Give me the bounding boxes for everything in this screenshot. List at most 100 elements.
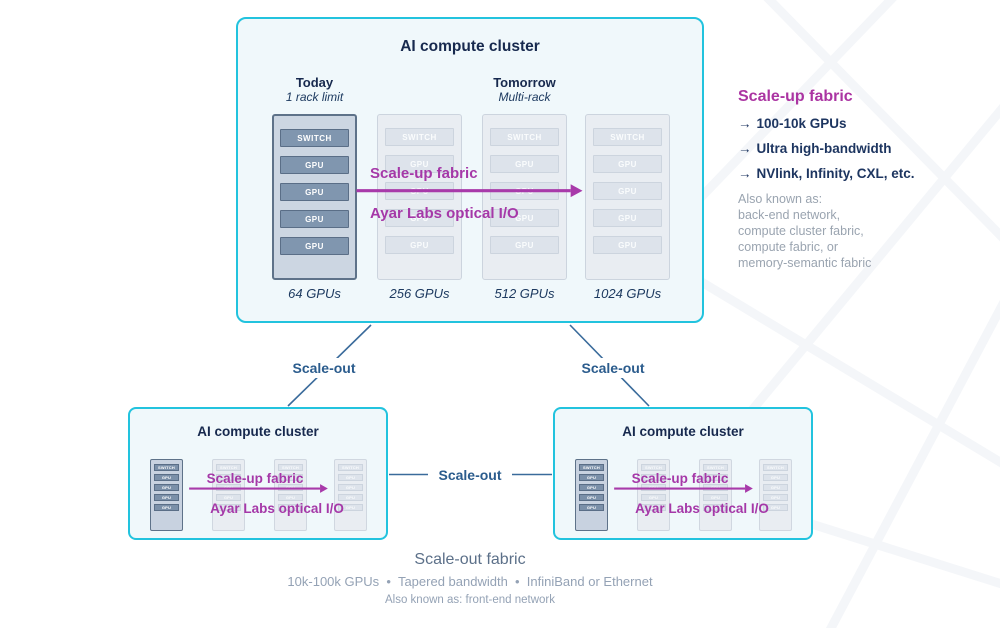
gpu-module: GPU <box>385 209 454 227</box>
also-known-line: back-end network, <box>738 208 841 222</box>
caption-details: 10k-100k GPUs • Tapered bandwidth • Infi… <box>287 574 653 589</box>
arrow-right-icon: → <box>738 116 752 131</box>
switch-module: SWITCH <box>280 129 349 147</box>
gpu-module: GPU <box>490 182 559 200</box>
gpu-module: GPU <box>579 494 604 501</box>
gpu-module: GPU <box>593 182 662 200</box>
gpu-module: GPU <box>278 494 303 501</box>
mini-rack: SWITCH GPU GPU GPU GPU <box>575 459 608 531</box>
gpu-module: GPU <box>278 474 303 481</box>
gpu-module: GPU <box>490 155 559 173</box>
gpu-module: GPU <box>593 209 662 227</box>
switch-module: SWITCH <box>641 464 666 471</box>
gpu-module: GPU <box>280 237 349 255</box>
switch-module: SWITCH <box>593 128 662 146</box>
bullet-protocols: → NVlink, Infinity, CXL, etc. <box>738 166 988 181</box>
switch-module: SWITCH <box>579 464 604 471</box>
bottom-cluster-title: AI compute cluster <box>622 424 744 439</box>
gpu-module: GPU <box>579 504 604 511</box>
panel-heading: Scale-up fabric <box>738 88 853 105</box>
gpu-module: GPU <box>763 494 788 501</box>
scale-up-fabric-label: Scale-up fabric <box>370 165 478 182</box>
gpu-module: GPU <box>641 494 666 501</box>
also-known-line: Also known as: <box>738 192 823 206</box>
scale-out-label-left: Scale-out <box>282 358 366 378</box>
gpu-module: GPU <box>385 155 454 173</box>
switch-module: SWITCH <box>154 464 179 471</box>
scale-out-label-middle: Scale-out <box>428 465 512 485</box>
gpu-module: GPU <box>338 504 363 511</box>
top-cluster-box: AI compute cluster Today 1 rack limit To… <box>236 17 704 323</box>
gpu-module: GPU <box>579 484 604 491</box>
gpu-module: GPU <box>154 474 179 481</box>
gpu-module: GPU <box>490 209 559 227</box>
gpu-module: GPU <box>154 484 179 491</box>
rack-tomorrow-256gpu: SWITCH GPU GPU GPU GPU <box>377 114 462 280</box>
top-cluster-title: AI compute cluster <box>400 38 540 55</box>
switch-module: SWITCH <box>703 464 728 471</box>
gpu-module: GPU <box>280 156 349 174</box>
gpu-module: GPU <box>216 474 241 481</box>
switch-module: SWITCH <box>278 464 303 471</box>
today-label: Today <box>295 75 334 90</box>
gpu-module: GPU <box>338 484 363 491</box>
today-sublabel: 1 rack limit <box>285 90 344 104</box>
bullet-bandwidth: → Ultra high-bandwidth <box>738 141 988 156</box>
ayar-labs-optical-io-label: Ayar Labs optical I/O <box>370 205 519 222</box>
gpu-count-label: 64 GPUs <box>288 286 341 301</box>
bullet-text: Ultra high-bandwidth <box>756 141 892 156</box>
rack-tomorrow-512gpu: SWITCH GPU GPU GPU GPU <box>482 114 567 280</box>
gpu-count-label: 256 GPUs <box>389 286 450 301</box>
bottom-cluster-box-right: AI compute cluster SWITCH GPU GPU GPU GPU SW… <box>553 407 813 540</box>
ayar-labs-optical-io-label: Ayar Labs optical I/O <box>635 501 769 516</box>
switch-module: SWITCH <box>216 464 241 471</box>
switch-module: SWITCH <box>338 464 363 471</box>
switch-module: SWITCH <box>385 128 454 146</box>
bottom-cluster-box-left: AI compute cluster SWITCH GPU GPU GPU GPU SW… <box>128 407 388 540</box>
also-known-line: compute fabric, or <box>738 240 839 254</box>
gpu-module: GPU <box>579 474 604 481</box>
mini-rack: SWITCH GPU GPU GPU GPU <box>150 459 183 531</box>
bullet-gpus: → 100-10k GPUs <box>738 116 988 131</box>
gpu-module: GPU <box>703 494 728 501</box>
gpu-module: GPU <box>593 236 662 254</box>
gpu-module: GPU <box>593 155 662 173</box>
gpu-module: GPU <box>216 504 241 511</box>
arrow-right-icon: → <box>738 166 752 181</box>
scale-out-label-right: Scale-out <box>571 358 655 378</box>
gpu-module: GPU <box>216 494 241 501</box>
bottom-cluster-title: AI compute cluster <box>197 424 319 439</box>
scale-up-fabric-label: Scale-up fabric <box>631 471 729 486</box>
caption-title: Scale-out fabric <box>414 551 526 568</box>
gpu-module: GPU <box>385 182 454 200</box>
gpu-module: GPU <box>385 236 454 254</box>
also-known-line: memory-semantic fabric <box>738 256 872 270</box>
gpu-module: GPU <box>490 236 559 254</box>
gpu-count-label: 512 GPUs <box>494 286 555 301</box>
tomorrow-sublabel: Multi-rack <box>498 90 551 104</box>
scale-up-fabric-label: Scale-up fabric <box>206 471 304 486</box>
scale-out-fabric-caption: Scale-out fabric 10k-100k GPUs • Tapered… <box>170 551 770 606</box>
gpu-module: GPU <box>154 504 179 511</box>
caption-also: Also known as: front-end network <box>384 594 556 606</box>
gpu-module: GPU <box>154 494 179 501</box>
arrow-right-icon: → <box>738 141 752 156</box>
switch-module: SWITCH <box>490 128 559 146</box>
gpu-module: GPU <box>278 504 303 511</box>
gpu-module: GPU <box>763 484 788 491</box>
rack-tomorrow-1024gpu: SWITCH GPU GPU GPU GPU <box>585 114 670 280</box>
switch-module: SWITCH <box>763 464 788 471</box>
gpu-count-label: 1024 GPUs <box>593 286 662 301</box>
also-known-block: Also known as: back-end network, compute… <box>738 191 988 271</box>
bullet-text: NVlink, Infinity, CXL, etc. <box>756 166 915 181</box>
ayar-labs-optical-io-label: Ayar Labs optical I/O <box>210 501 344 516</box>
bullet-text: 100-10k GPUs <box>756 116 847 131</box>
gpu-module: GPU <box>338 474 363 481</box>
